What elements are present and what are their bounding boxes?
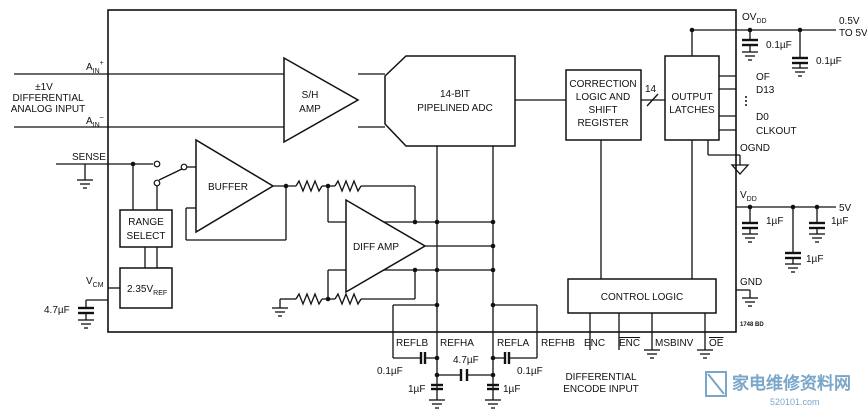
vcm-label: VCM	[86, 276, 104, 289]
analog-input-label-2: DIFFERENTIAL	[12, 93, 84, 104]
ground-symbols	[77, 51, 825, 409]
encode-input-label-2: ENCODE INPUT	[563, 384, 639, 395]
refhb-label: REFHB	[541, 338, 575, 349]
svg-text:SHIFT: SHIFT	[589, 105, 618, 116]
cap-vdd-1-label: 1µF	[766, 216, 783, 227]
svg-text:PIPELINED ADC: PIPELINED ADC	[417, 103, 493, 114]
svg-text:LATCHES: LATCHES	[669, 105, 715, 116]
d0-label: D0	[756, 112, 769, 123]
cap-ovdd-2-label: 0.1µF	[816, 56, 842, 67]
cap-vcm-label: 4.7µF	[44, 305, 70, 316]
vref-block: 2.35VREF	[119, 267, 173, 309]
enc-label: ENC	[584, 338, 605, 349]
vdd-supply-label: 5V	[839, 203, 852, 214]
svg-text:REGISTER: REGISTER	[577, 118, 628, 129]
ovdd-supply-label-2: TO 5V	[839, 28, 867, 39]
svg-text:S/H: S/H	[302, 90, 319, 101]
cap-vdd-2-label: 1µF	[831, 216, 848, 227]
analog-input-label-3: ANALOG INPUT	[11, 104, 85, 115]
cap-ref-mid-label: 4.7µF	[453, 355, 479, 366]
svg-text:OUTPUT: OUTPUT	[671, 92, 712, 103]
svg-text:SELECT: SELECT	[127, 231, 166, 242]
watermark: 家电维修资料网 520101.com	[705, 371, 851, 407]
ain-minus-label: AIN–	[86, 114, 104, 129]
svg-text:RANGE: RANGE	[128, 217, 164, 228]
chip-outline	[107, 9, 737, 333]
range-select-block: RANGE SELECT	[119, 209, 173, 248]
ognd-label: OGND	[740, 143, 770, 154]
clkout-label: CLKOUT	[756, 126, 797, 137]
control-logic-block: CONTROL LOGIC	[567, 278, 717, 314]
svg-text:BUFFER: BUFFER	[208, 182, 248, 193]
figure-code: 1748 BD	[740, 322, 764, 328]
msbinv-label: MSBINV	[655, 338, 694, 349]
cap-ref-1uf-left-label: 1µF	[408, 384, 425, 395]
svg-text:CONTROL LOGIC: CONTROL LOGIC	[601, 292, 683, 303]
d13-label: D13	[756, 85, 775, 96]
cap-ref-left-label: 0.1µF	[377, 366, 403, 377]
bus-width-label: 14	[645, 84, 657, 95]
enc-bar-label: ENC	[619, 338, 640, 349]
oe-bar-label: OE	[709, 338, 724, 349]
cap-ref-1uf-right-label: 1µF	[503, 384, 520, 395]
svg-text:14-BIT: 14-BIT	[440, 89, 470, 100]
wiring	[14, 27, 836, 400]
svg-text:AMP: AMP	[299, 104, 321, 115]
encode-input-label-1: DIFFERENTIAL	[565, 372, 637, 383]
of-label: OF	[756, 72, 770, 83]
cap-ovdd-1-label: 0.1µF	[766, 40, 792, 51]
gnd-label: GND	[740, 277, 762, 288]
diff-amp-block: DIFF AMP	[345, 198, 427, 294]
refha-label: REFHA	[440, 338, 474, 349]
svg-text:2.35VREF: 2.35VREF	[127, 284, 167, 297]
watermark-url: 520101.com	[770, 397, 820, 407]
analog-input-label-1: ±1V	[35, 82, 53, 93]
reflb-label: REFLB	[396, 338, 429, 349]
svg-text:DIFF AMP: DIFF AMP	[353, 242, 399, 253]
sense-label: SENSE	[72, 152, 106, 163]
svg-text:LOGIC AND: LOGIC AND	[576, 92, 630, 103]
output-latches-block: OUTPUT LATCHES	[664, 55, 720, 141]
ovdd-label: OVDD	[742, 12, 767, 25]
watermark-text: 家电维修资料网	[732, 373, 851, 393]
vdd-label: VDD	[740, 190, 757, 203]
sh-amp-block: S/H AMP	[283, 56, 360, 144]
labels: AIN+ AIN– ±1V DIFFERENTIAL ANALOG INPUT …	[11, 12, 867, 395]
ain-plus-label: AIN+	[86, 60, 104, 75]
cap-ref-right-label: 0.1µF	[517, 366, 543, 377]
cap-vdd-3-label: 1µF	[806, 254, 823, 265]
svg-text:CORRECTION: CORRECTION	[569, 79, 636, 90]
buffer-block: BUFFER	[195, 138, 275, 234]
watermark-logo-icon	[705, 371, 727, 397]
adc-block: 14-BIT PIPELINED ADC	[384, 55, 516, 147]
correction-logic-block: CORRECTION LOGIC AND SHIFT REGISTER	[565, 69, 642, 141]
refla-label: REFLA	[497, 338, 530, 349]
ovdd-supply-label-1: 0.5V	[839, 16, 860, 27]
